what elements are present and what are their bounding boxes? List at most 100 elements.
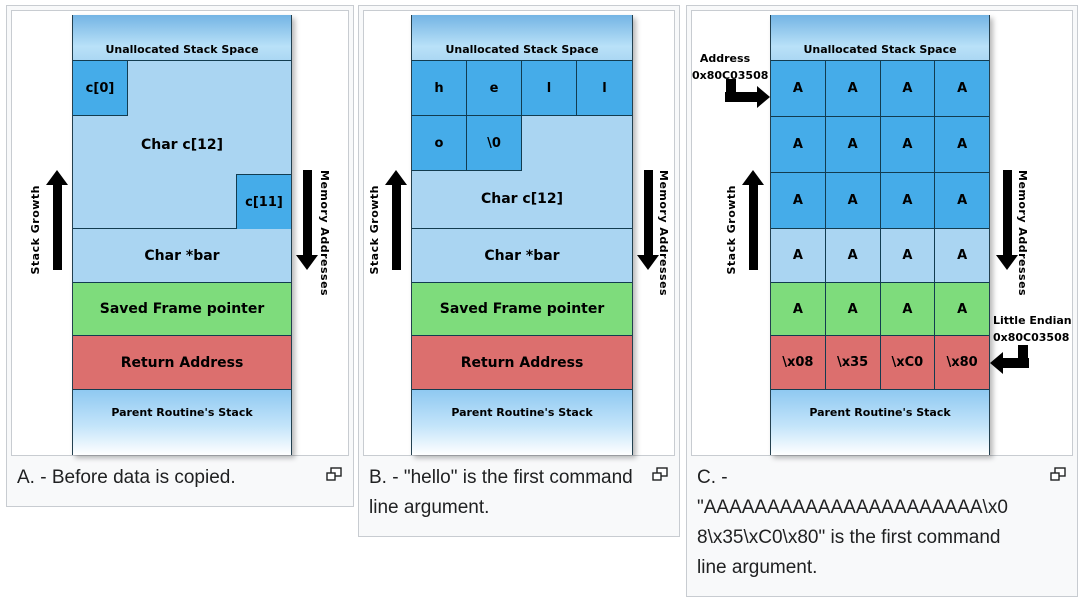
memory-addresses-down-arrow-icon <box>637 170 659 270</box>
char-bar-band: Char *bar <box>412 229 632 283</box>
char-bar-label: Char *bar <box>484 247 560 264</box>
overflow-row-1: A A A A <box>771 61 989 117</box>
parent-stack-label: Parent Routine's Stack <box>809 406 951 419</box>
figure-c-right-gutter: Memory Addresses Little Endian 0x80C0350… <box>990 15 1072 455</box>
figure-a-caption-text: A. - Before data is copied. <box>17 467 236 488</box>
overflow-row-3: A A A A <box>771 173 989 229</box>
grid-cell: A <box>826 229 881 282</box>
figure-a-image[interactable]: Stack Growth Unallocated Stack Space c[0… <box>11 10 349 456</box>
grid-cell: A <box>771 173 826 228</box>
overflow-row-6-return-address: \x08 \x35 \xC0 \x80 <box>771 336 989 390</box>
stack-growth-label: Stack Growth <box>368 185 381 275</box>
grid-cell: A <box>826 173 881 228</box>
expand-icon[interactable] <box>652 467 668 481</box>
little-endian-label: Little Endian 0x80C03508 <box>993 313 1072 346</box>
char-c12-band: h e l l o \0 Char c[12] <box>412 61 632 229</box>
grid-cell: A <box>881 117 936 172</box>
grid-cell: A <box>957 248 968 263</box>
hello-row-2: o \0 <box>412 116 632 171</box>
figure-b-right-gutter: Memory Addresses <box>633 15 675 455</box>
figure-b-left-gutter: Stack Growth <box>363 15 411 455</box>
saved-frame-pointer-label: Saved Frame pointer <box>99 301 265 317</box>
grid-cell: A <box>881 283 936 335</box>
figure-c-image[interactable]: Address 0x80C03508 Stack Growth Unalloca… <box>691 10 1073 456</box>
little-endian-label-line1: Little Endian <box>993 314 1072 327</box>
address-elbow-arrow-shaft <box>725 92 758 102</box>
arrowhead-up <box>385 170 407 185</box>
stack-diagram-a: Unallocated Stack Space c[0] Char c[12] … <box>72 15 292 455</box>
char-bar-band: Char *bar <box>73 229 291 283</box>
figure-a-panel: Stack Growth Unallocated Stack Space c[0… <box>6 5 354 507</box>
grid-cell: A <box>881 61 936 116</box>
grid-cell: \x08 <box>771 336 826 389</box>
memory-addresses-down-arrow-icon <box>996 170 1018 270</box>
stack-growth-label: Stack Growth <box>29 185 42 275</box>
figure-b-caption: B. - "hello" is the first command line a… <box>363 456 675 532</box>
stack-growth-up-arrow-icon <box>742 170 764 270</box>
grid-cell: A <box>881 229 936 282</box>
unallocated-label: Unallocated Stack Space <box>105 43 259 56</box>
grid-cell: A <box>826 283 881 335</box>
memory-addresses-label: Memory Addresses <box>1016 170 1029 297</box>
return-address-band: Return Address <box>73 336 291 390</box>
grid-cell: \x35 <box>826 336 881 389</box>
unallocated-stack-band: Unallocated Stack Space <box>73 15 291 61</box>
arrow-shaft <box>1002 170 1012 255</box>
memory-addresses-label: Memory Addresses <box>657 170 670 297</box>
grid-cell: A <box>826 117 881 172</box>
cell-e: e <box>467 61 522 116</box>
arrowhead-down <box>637 255 659 270</box>
address-label: Address 0x80C03508 <box>692 51 769 84</box>
figure-c-caption: C. - "AAAAAAAAAAAAAAAAAAAAAA\x08\x35\xC0… <box>691 456 1073 592</box>
grid-cell: A <box>957 137 968 152</box>
cell-c11: c[11] <box>236 174 291 229</box>
stack-growth-label: Stack Growth <box>725 185 738 275</box>
grid-cell: A <box>826 61 881 116</box>
figure-c-caption-text: C. - "AAAAAAAAAAAAAAAAAAAAAA\x08\x35\xC0… <box>697 467 1008 578</box>
return-address-label: Return Address <box>120 354 244 371</box>
address-label-line2: 0x80C03508 <box>692 68 769 82</box>
char-c12-label: Char c[12] <box>480 191 564 207</box>
saved-frame-pointer-band: Saved Frame pointer <box>412 283 632 336</box>
cell-l2: l <box>577 61 632 116</box>
grid-cell: A <box>957 81 968 96</box>
unallocated-stack-band: Unallocated Stack Space <box>771 15 989 61</box>
grid-cell: A <box>957 193 968 208</box>
arrowhead-down <box>296 255 318 270</box>
stack-diagram-b: Unallocated Stack Space h e l l o \0 Cha… <box>411 15 633 455</box>
figure-a-caption: A. - Before data is copied. <box>11 456 349 502</box>
unallocated-label: Unallocated Stack Space <box>445 43 599 56</box>
little-endian-elbow-arrow-shaft <box>1001 358 1029 368</box>
grid-cell: A <box>957 301 968 317</box>
little-endian-label-line2: 0x80C03508 <box>993 330 1070 344</box>
stack-growth-up-arrow-icon <box>46 170 68 270</box>
figure-a-right-gutter: Memory Addresses <box>292 15 348 455</box>
figure-b-image[interactable]: Stack Growth Unallocated Stack Space h e… <box>363 10 675 456</box>
expand-icon[interactable] <box>1050 467 1066 481</box>
parent-stack-label: Parent Routine's Stack <box>111 406 253 419</box>
grid-cell: \xC0 <box>881 336 936 389</box>
arrowhead-right <box>757 86 770 108</box>
cell-h: h <box>412 61 467 116</box>
arrowhead-up <box>46 170 68 185</box>
cell-nul: \0 <box>467 116 522 171</box>
saved-frame-pointer-band: Saved Frame pointer <box>73 283 291 336</box>
stack-growth-up-arrow-icon <box>385 170 407 270</box>
unallocated-stack-band: Unallocated Stack Space <box>412 15 632 61</box>
expand-icon[interactable] <box>326 467 342 481</box>
arrow-shaft <box>52 185 62 270</box>
char-c12-band: c[0] Char c[12] c[11] <box>73 61 291 229</box>
char-c12-label: Char c[12] <box>140 137 224 153</box>
memory-addresses-label: Memory Addresses <box>318 170 331 297</box>
stack-diagram-c: Unallocated Stack Space A A A A A A A <box>770 15 990 455</box>
little-endian-elbow-arrow <box>1018 345 1028 367</box>
grid-cell: A <box>771 229 826 282</box>
grid-cell: A <box>771 61 826 116</box>
grid-cell: \x80 <box>946 355 978 370</box>
cell-o: o <box>412 116 467 171</box>
arrowhead-down <box>996 255 1018 270</box>
figure-a-left-gutter: Stack Growth <box>12 15 72 455</box>
arrow-shaft <box>302 170 312 255</box>
overflow-row-5-saved-frame: A A A A <box>771 283 989 336</box>
hello-row-1: h e l l <box>412 61 632 116</box>
